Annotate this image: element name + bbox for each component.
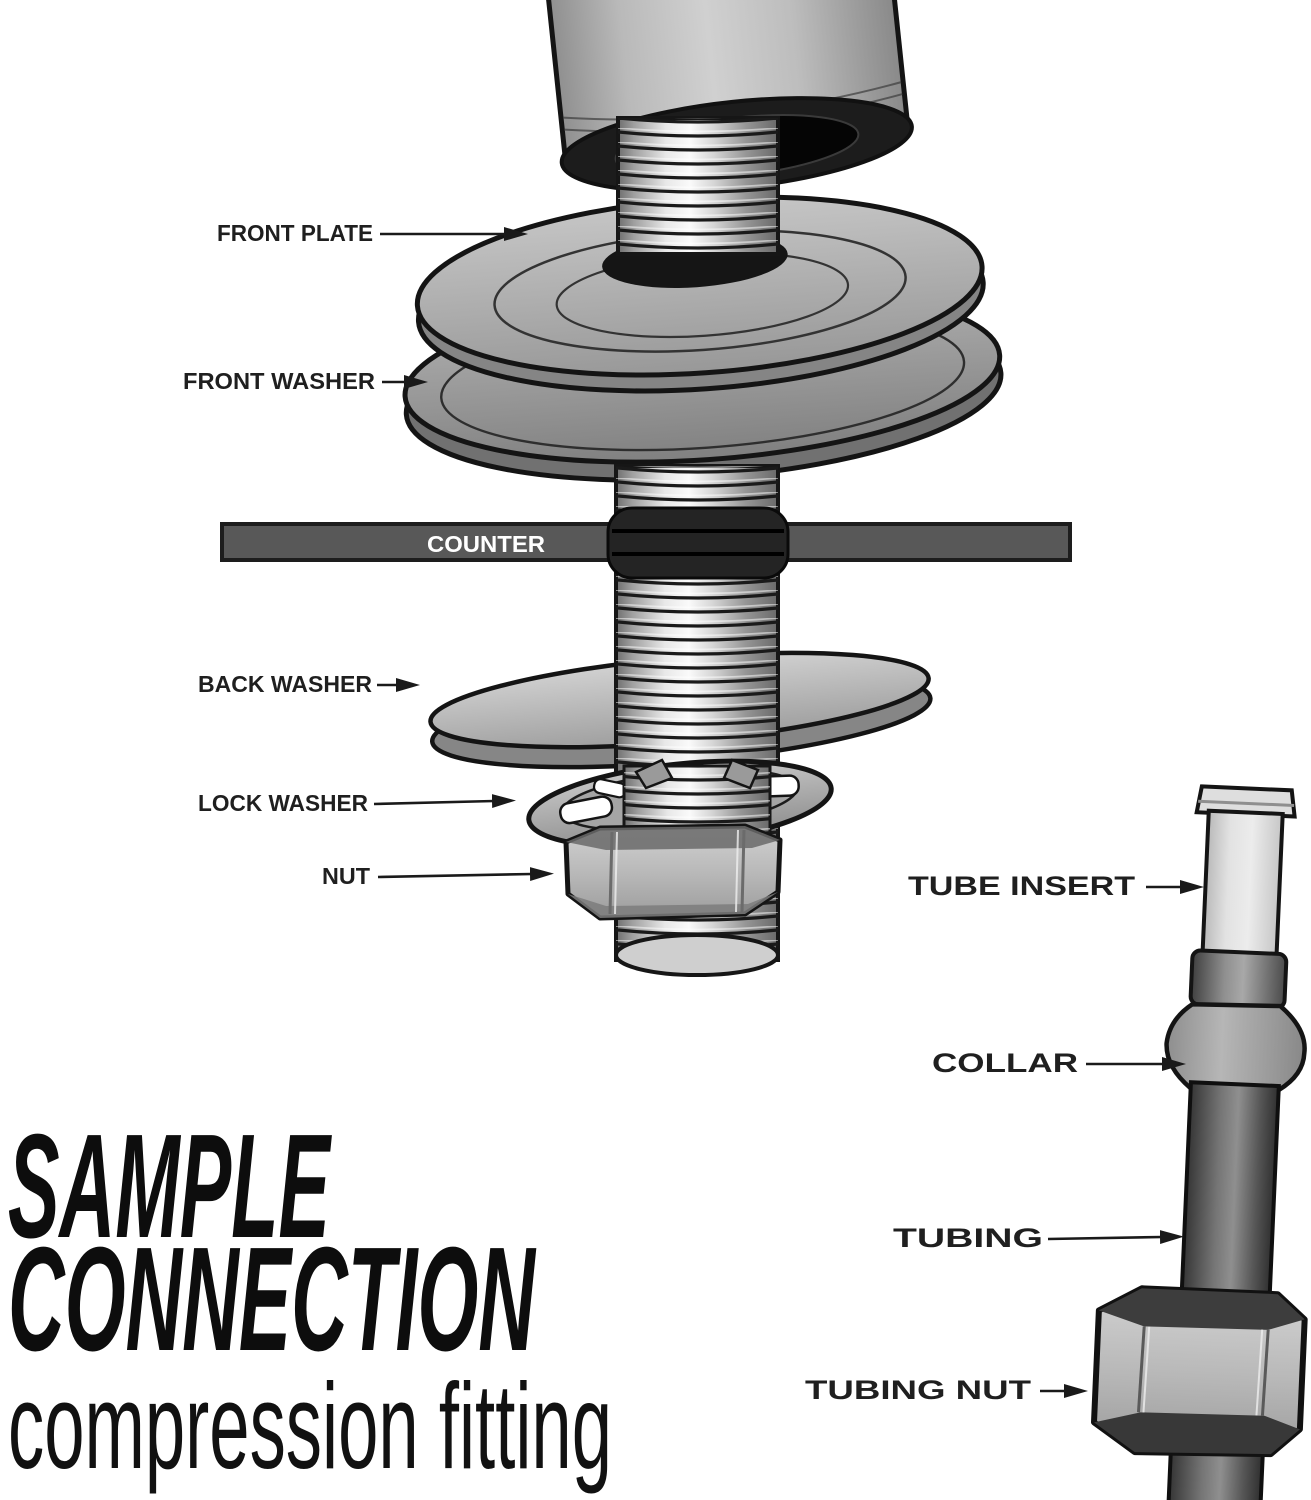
lock-washer-prong bbox=[634, 758, 674, 790]
compression-fitting-assembly bbox=[1090, 784, 1308, 1500]
back-washer-label: BACK WASHER bbox=[198, 671, 372, 697]
lock-washer-cutout bbox=[558, 795, 614, 825]
title-line-1: SAMPLE bbox=[8, 1104, 332, 1269]
tube-insert-cap-line bbox=[1198, 799, 1295, 807]
shank-tail-cap bbox=[614, 933, 780, 977]
nut-shape bbox=[563, 823, 783, 921]
collar-label: COLLAR bbox=[932, 1048, 1078, 1078]
fitting-sleeve bbox=[1188, 948, 1289, 1010]
tubing-nut-face-highlight bbox=[1255, 1329, 1264, 1416]
lock-washer-arrow bbox=[373, 794, 516, 809]
tube-insert-shape bbox=[1200, 808, 1285, 962]
tube-insert-cap bbox=[1194, 784, 1297, 819]
tubing-nut-shape bbox=[1090, 1285, 1308, 1458]
callout-labels: FRONT PLATE FRONT WASHER BACK WASHER LOC… bbox=[183, 220, 1204, 1405]
threaded-shank-upper bbox=[616, 116, 780, 256]
tubing-nut-bottom-chamfer bbox=[1093, 1412, 1300, 1455]
collar-shape bbox=[1164, 1001, 1307, 1093]
nut-face-highlight bbox=[614, 831, 618, 915]
front-plate-label: FRONT PLATE bbox=[217, 220, 373, 246]
nut-bottom-chamfer bbox=[568, 892, 778, 918]
nut-arrow bbox=[377, 867, 554, 882]
tubing-nut-face-line bbox=[1260, 1329, 1270, 1416]
counter-label: COUNTER bbox=[427, 531, 545, 557]
tubing-arrow bbox=[1047, 1230, 1184, 1245]
lock-washer-prong bbox=[722, 758, 760, 790]
tubing-shape bbox=[1179, 1080, 1281, 1302]
title-block: SAMPLE CONNECTION compression fitting bbox=[8, 1104, 612, 1494]
tubing-nut-face-line bbox=[1136, 1326, 1146, 1413]
nut-label: NUT bbox=[322, 863, 370, 889]
nut-top-chamfer bbox=[566, 826, 780, 850]
tubing-nut-face-highlight bbox=[1142, 1326, 1151, 1413]
nut-face-line bbox=[608, 831, 614, 915]
tubing-nut-top-chamfer bbox=[1098, 1288, 1305, 1330]
title-line-2: CONNECTION bbox=[8, 1217, 537, 1382]
title-subtitle: compression fitting bbox=[8, 1358, 612, 1494]
nut-face-line bbox=[740, 829, 746, 913]
nut-face-highlight bbox=[735, 829, 739, 913]
tubing-nut-label: TUBING NUT bbox=[805, 1375, 1032, 1405]
lock-washer-label: LOCK WASHER bbox=[198, 790, 368, 816]
front-washer-label: FRONT WASHER bbox=[183, 368, 375, 394]
rubber-gasket bbox=[606, 506, 790, 580]
tube-insert-label: TUBE INSERT bbox=[908, 871, 1136, 901]
tubing-label: TUBING bbox=[893, 1223, 1043, 1253]
